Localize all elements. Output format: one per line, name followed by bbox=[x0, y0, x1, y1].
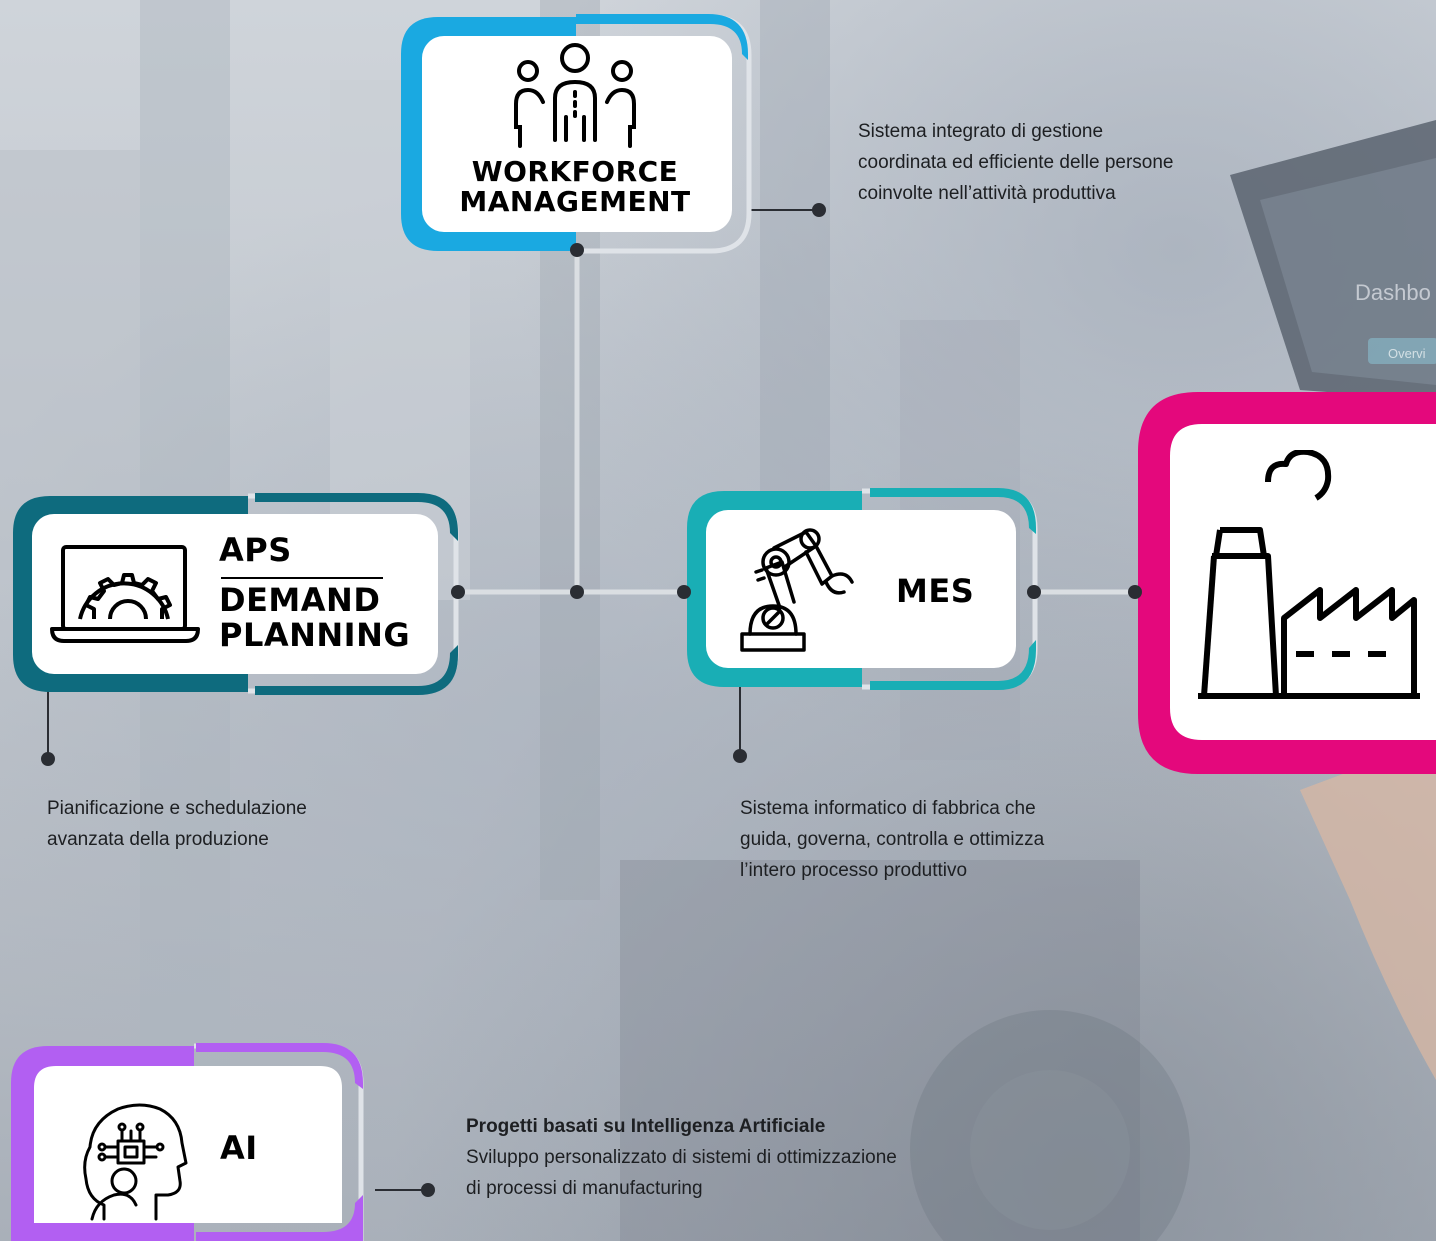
workforce-bottom-node bbox=[570, 243, 584, 257]
tablet-dashboard-text: Dashbo bbox=[1355, 280, 1431, 305]
factory-icon bbox=[1198, 450, 1420, 699]
aps-subtitle: DEMAND PLANNING bbox=[219, 583, 410, 652]
workforce-desc-line: coordinata ed efficiente delle persone bbox=[858, 152, 1174, 173]
mes-desc-line: Sistema informatico di fabbrica che bbox=[740, 798, 1036, 819]
workforce-desc-line: Sistema integrato di gestione bbox=[858, 121, 1104, 142]
ai-desc-line: Sviluppo personalizzato di sistemi di ot… bbox=[466, 1147, 897, 1168]
aps-right-node bbox=[451, 585, 465, 599]
aps-title-line2: DEMAND bbox=[219, 581, 381, 619]
mes-description: Sistema informatico di fabbrica che guid… bbox=[740, 793, 1044, 886]
mes-card: MES bbox=[684, 488, 1038, 690]
tablet-overview-text: Overvi bbox=[1388, 346, 1426, 361]
robot-arm-icon bbox=[740, 528, 854, 652]
workforce-description: Sistema integrato di gestione coordinata… bbox=[858, 116, 1174, 209]
workforce-desc-node bbox=[812, 203, 826, 217]
aps-demand-planning-card: APS DEMAND PLANNING bbox=[10, 493, 460, 695]
aps-title-divider bbox=[221, 577, 383, 579]
aps-desc-line: Pianificazione e schedulazione bbox=[47, 798, 307, 819]
mes-desc-line: guida, governa, controlla e ottimizza bbox=[740, 829, 1045, 850]
junction-node bbox=[570, 585, 584, 599]
laptop-gear-icon bbox=[50, 545, 200, 643]
mes-title: MES bbox=[896, 572, 975, 610]
factory-left-node bbox=[1128, 585, 1142, 599]
ai-card: AI bbox=[8, 1043, 364, 1241]
ai-title: AI bbox=[220, 1129, 258, 1167]
aps-desc-line: avanzata della produzione bbox=[47, 829, 269, 850]
aps-desc-node bbox=[41, 752, 55, 766]
ai-desc-line: di processi di manufacturing bbox=[466, 1178, 703, 1199]
factory-card bbox=[1138, 392, 1436, 774]
workforce-management-card: WORKFORCE MANAGEMENT bbox=[398, 14, 752, 254]
mes-desc-node bbox=[733, 749, 747, 763]
ai-description: Progetti basati su Intelligenza Artifici… bbox=[466, 1111, 897, 1204]
aps-title: APS bbox=[219, 531, 292, 569]
workforce-title-line1: WORKFORCE bbox=[471, 155, 679, 188]
aps-title-line3: PLANNING bbox=[219, 615, 411, 654]
people-group-icon bbox=[514, 43, 636, 148]
aps-description: Pianificazione e schedulazione avanzata … bbox=[47, 793, 307, 855]
mes-right-node bbox=[1027, 585, 1041, 599]
mes-left-node bbox=[677, 585, 691, 599]
workforce-desc-line: coinvolte nell’attività produttiva bbox=[858, 183, 1116, 204]
workforce-title-line2: MANAGEMENT bbox=[459, 185, 691, 219]
ai-desc-node bbox=[421, 1183, 435, 1197]
ai-desc-heading: Progetti basati su Intelligenza Artifici… bbox=[466, 1116, 826, 1137]
ai-head-icon bbox=[83, 1103, 188, 1221]
mes-desc-line: l’intero processo produttivo bbox=[740, 860, 968, 881]
workforce-title: WORKFORCE MANAGEMENT bbox=[398, 155, 752, 219]
